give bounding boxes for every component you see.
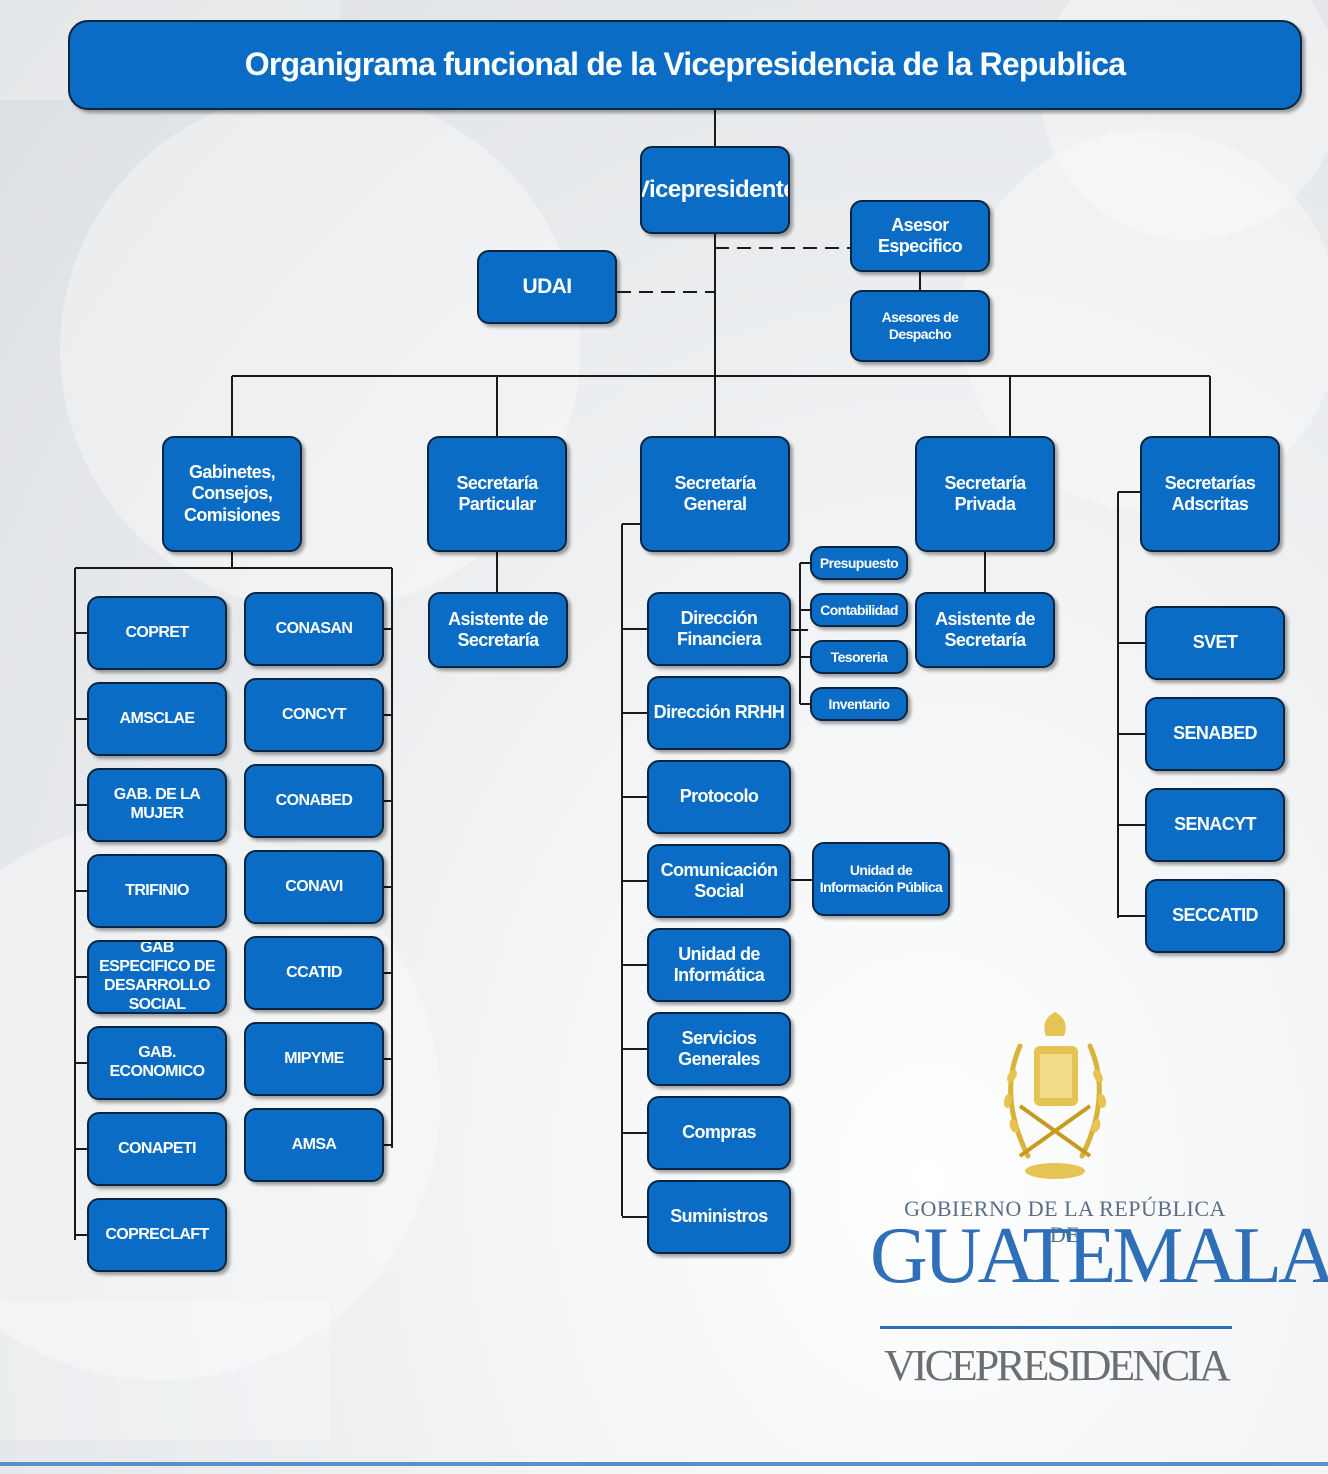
node-label: CONASAN [275,619,353,637]
node-label: Compras [682,1122,756,1143]
node-amsa: AMSA [244,1108,384,1182]
node-label: SVET [1192,632,1238,653]
node-contabilidad: Contabilidad [810,593,908,627]
node-label: TRIFINIO [125,881,189,899]
node-label: Dirección RRHH [653,702,785,723]
node-seccatid: SECCATID [1145,879,1285,953]
node-label: Servicios Generales [678,1027,760,1069]
node-protocolo: Protocolo [647,760,791,834]
coat-of-arms-icon [990,1006,1120,1182]
node-direccion-financiera: Dirección Financiera [647,592,791,666]
node-svet: SVET [1145,606,1285,680]
node-label: Suministros [670,1206,768,1227]
node-suministros: Suministros [647,1180,791,1254]
node-asesor-especifico: Asesor Especifico [850,200,990,272]
node-servicios-generales: Servicios Generales [647,1012,791,1086]
bg-decoration [0,1300,330,1440]
node-label: GAB. ECONOMICO [109,1044,205,1080]
node-unidad-de-informatica: Unidad de Informática [647,928,791,1002]
node-sec-general: Secretaría General [640,436,790,552]
node-concyt: CONCYT [244,678,384,752]
node-ccatid: CCATID [244,936,384,1010]
logo-guatemala: GUATEMALA [870,1212,1328,1300]
node-gab-de-la-mujer: GAB. DE LA MUJER [87,768,227,842]
node-copreclaft: COPRECLAFT [87,1198,227,1272]
logo-line1: GOBIERNO DE LA REPÚBLICA DE [904,1196,1226,1247]
node-trifinio: TRIFINIO [87,854,227,928]
node-label: Protocolo [679,786,759,807]
node-label: Tesoreria [830,648,888,665]
node-tesoreria: Tesoreria [810,640,908,674]
node-presupuesto: Presupuesto [810,546,908,580]
node-sec-particular: Secretaría Particular [427,436,567,552]
node-label: SENACYT [1174,814,1256,835]
node-label: Dirección Financiera [676,607,762,649]
node-mipyme: MIPYME [244,1022,384,1096]
node-sec-privada: Secretaría Privada [915,436,1055,552]
node-sec-adscritas: Secretarías Adscritas [1140,436,1280,552]
node-label: GAB. DE LA MUJER [113,786,201,822]
node-label: Comunicación Social [660,859,778,901]
node-unidad-informacion-publica: Unidad de Información Pública [812,842,950,916]
node-label: SECCATID [1172,905,1258,926]
chart-title: Organigrama funcional de la Vicepresiden… [68,20,1302,110]
node-label: CONAPETI [118,1139,196,1157]
node-label: CONCYT [282,705,347,723]
node-direccion-rrhh: Dirección RRHH [647,676,791,750]
node-label: COPRECLAFT [105,1225,209,1243]
node-label: Unidad de Informática [673,943,765,985]
node-asistente-privada: Asistente de Secretaría [915,592,1055,668]
node-amsclae: AMSCLAE [87,682,227,756]
logo-divider [880,1326,1232,1329]
node-label: Contabilidad [820,601,898,618]
node-asistente-particular: Asistente de Secretaría [428,592,568,668]
node-label: MIPYME [284,1049,344,1067]
node-conavi: CONAVI [244,850,384,924]
node-conapeti: CONAPETI [87,1112,227,1186]
node-gabinetes: Gabinetes, Consejos, Comisiones [162,436,302,552]
node-label: SENABED [1173,723,1257,744]
node-compras: Compras [647,1096,791,1170]
node-gab-economico: GAB. ECONOMICO [87,1026,227,1100]
node-label: CCATID [286,963,342,981]
node-vicepresidente: Vicepresidente [640,146,790,234]
node-label: Presupuesto [819,554,899,571]
node-gab-especifico-de-desarrollo-social: GAB ESPECIFICO DE DESARROLLO SOCIAL [87,940,227,1014]
footer-divider [0,1462,1328,1466]
node-senacyt: SENACYT [1145,788,1285,862]
node-label: AMSA [291,1135,337,1153]
node-inventario: Inventario [810,687,908,721]
node-label: AMSCLAE [119,709,196,727]
node-udai: UDAI [477,250,617,324]
node-conasan: CONASAN [244,592,384,666]
node-label: CONAVI [285,877,343,895]
node-label: GAB ESPECIFICO DE DESARROLLO SOCIAL [99,940,215,1013]
node-label: CONABED [275,791,353,809]
node-senabed: SENABED [1145,697,1285,771]
node-asesores-despacho: Asesores de Despacho [850,290,990,362]
node-conabed: CONABED [244,764,384,838]
node-label: COPRET [125,623,189,641]
node-comunicacion-social: Comunicación Social [647,844,791,918]
node-label: Inventario [828,695,891,712]
node-copret: COPRET [87,596,227,670]
logo-line3: VICEPRESIDENCIA [884,1341,1231,1390]
